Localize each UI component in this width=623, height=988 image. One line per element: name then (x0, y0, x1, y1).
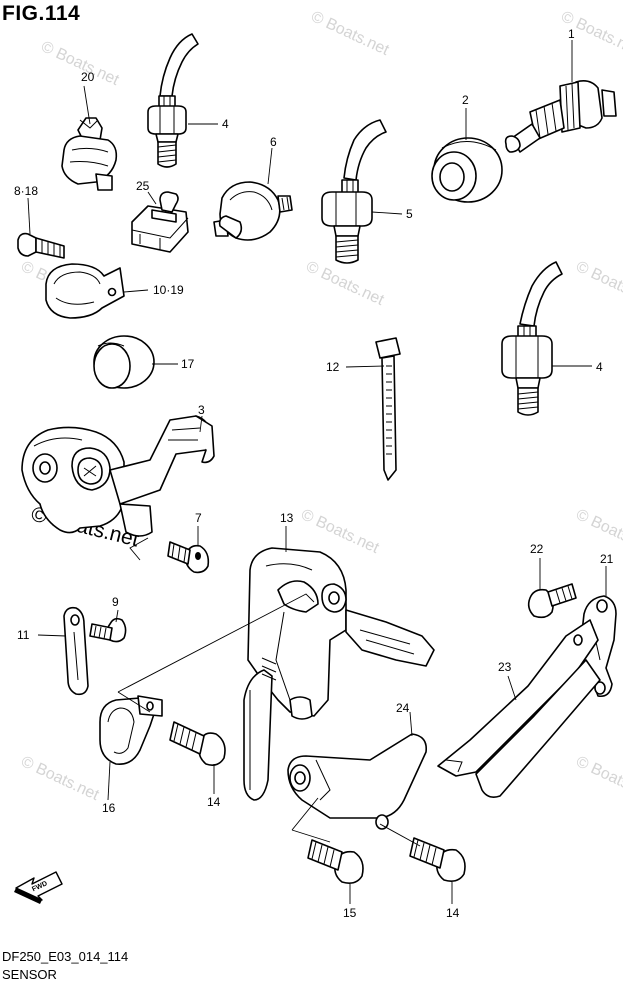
callout-5: 5 (406, 207, 413, 221)
part-9-screw (89, 617, 127, 643)
watermark: © Boats.net (298, 506, 382, 557)
callout-11: 11 (17, 628, 30, 642)
watermark: © Boats.net (573, 258, 623, 309)
callout-8-18: 8·18 (14, 184, 38, 198)
callout-22: 22 (530, 542, 544, 556)
part-1-sensor (504, 80, 617, 153)
figure-title: FIG.114 (2, 2, 81, 25)
callout-12: 12 (326, 360, 340, 374)
part-7-bolt (167, 541, 210, 574)
part-14-bolt-right (409, 837, 466, 882)
part-3-arm-sensor (21, 415, 215, 537)
callout-4: 4 (596, 360, 603, 374)
callout-21: 21 (600, 552, 614, 566)
part-4-sensor-top (147, 33, 199, 168)
part-8-18-bolt (17, 232, 65, 259)
part-5-sensor (321, 119, 387, 264)
part-15-bolt (307, 839, 364, 884)
callout-14: 14 (446, 906, 460, 920)
callout-2: 2 (462, 93, 469, 107)
fwd-arrow: FWD (14, 871, 63, 904)
callout-13: 13 (280, 511, 294, 525)
figure-caption: SENSOR (2, 967, 57, 982)
watermark: © Boats.net (308, 8, 392, 59)
callout-10-19: 10·19 (153, 283, 184, 297)
figure-code: DF250_E03_014_114 (2, 949, 129, 964)
watermark: © Boats.net (573, 753, 623, 804)
part-13-bracket (243, 547, 435, 801)
callout-1: 1 (568, 27, 575, 41)
callout-20: 20 (81, 70, 95, 84)
part-12-cable-tie (375, 337, 401, 481)
part-20-clip (61, 117, 118, 191)
watermark: © Boats.net (573, 506, 623, 557)
callout-25: 25 (136, 179, 150, 193)
callout-15: 15 (343, 906, 357, 920)
leader-lines (27, 40, 607, 904)
part-2-grommet (431, 137, 503, 203)
callout-4: 4 (222, 117, 229, 131)
part-22-bolt (527, 583, 577, 619)
callout-16: 16 (102, 801, 116, 815)
part-23-rod (437, 619, 601, 798)
part-14-bolt-left (169, 721, 226, 766)
part-4-sensor-right (501, 261, 563, 416)
callout-23: 23 (498, 660, 512, 674)
part-24-bracket (287, 733, 428, 830)
callout-labels: 20 4 6 1 2 5 8·18 25 10·19 17 12 4 3 7 9… (14, 27, 614, 920)
watermark: © Boats.net (18, 753, 102, 804)
part-17-grommet (93, 335, 155, 389)
part-25-clip (131, 191, 189, 253)
part-10-19-clamp (45, 263, 125, 319)
part-11-plate (63, 606, 89, 696)
callout-24: 24 (396, 701, 410, 715)
callout-9: 9 (112, 595, 119, 609)
callout-17: 17 (181, 357, 195, 371)
part-6-switch (213, 181, 293, 241)
callout-14: 14 (207, 795, 221, 809)
part-16-clip (99, 695, 163, 766)
callout-3: 3 (198, 403, 205, 417)
callout-7: 7 (195, 511, 202, 525)
watermark: © Boats.net (303, 258, 387, 309)
callout-6: 6 (270, 135, 277, 149)
